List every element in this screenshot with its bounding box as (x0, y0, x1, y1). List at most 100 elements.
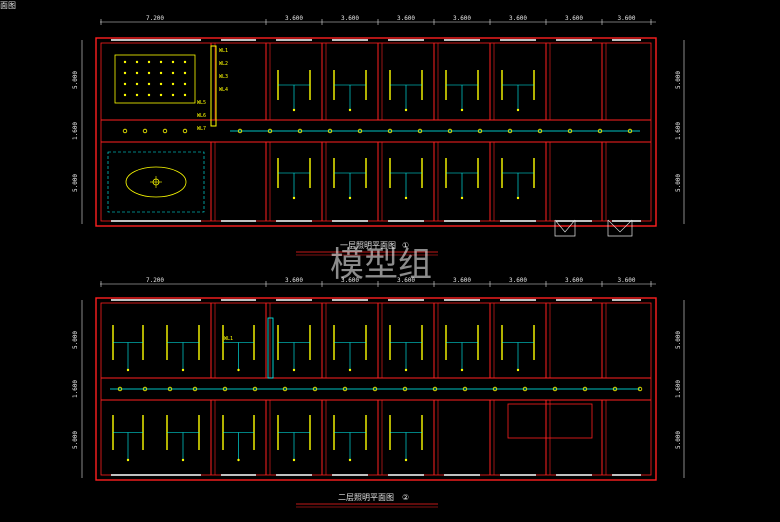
ceiling-light (183, 82, 187, 86)
top-dim-label: 3.600 (397, 277, 415, 284)
plan1-corridor-lights (122, 128, 633, 134)
corridor-light (237, 128, 243, 134)
switch (404, 108, 408, 112)
plan1-ceiling-light-array (123, 60, 187, 97)
corridor-light (267, 128, 273, 134)
corridor-light (432, 386, 438, 392)
watermark: 模型组 (330, 245, 432, 285)
corridor-light (387, 128, 393, 134)
switch (404, 368, 408, 372)
plan1-title-number: ① (402, 241, 409, 250)
panel-circuit-label: WL5 (197, 100, 206, 106)
ceiling-light (183, 60, 187, 64)
ceiling-light (183, 93, 187, 97)
switch (460, 108, 464, 112)
switch (460, 196, 464, 200)
corridor-light (117, 386, 123, 392)
top-dim-label: 3.600 (617, 277, 635, 284)
top-dim-label: 3.600 (285, 15, 303, 22)
corridor-light (417, 128, 423, 134)
plan1-left-dimensions: 5.000 1.600 5.000 (72, 71, 79, 192)
ceiling-light (171, 60, 175, 64)
ceiling-light (123, 71, 127, 75)
switch (292, 458, 296, 462)
switch (404, 196, 408, 200)
plan1-door-1 (554, 220, 576, 237)
switch (181, 368, 185, 372)
corridor-light (192, 386, 198, 392)
plan1-room-partitions (210, 43, 607, 221)
panel-circuit-label: WL6 (197, 113, 206, 119)
ceiling-light (183, 71, 187, 75)
plan1-right-dim-3: 5.000 (675, 174, 682, 192)
corridor-light (222, 386, 228, 392)
plan1-door-2 (607, 220, 633, 237)
corridor-light (612, 386, 618, 392)
plan1-title: 一层照明平面图 (340, 241, 396, 250)
top-dim-label: 3.600 (397, 15, 415, 22)
plan2-outer-wall (95, 297, 657, 481)
ceiling-light (171, 71, 175, 75)
corridor-light (567, 128, 573, 134)
corridor-light (167, 386, 173, 392)
plan1-lecture-room-grid (114, 54, 196, 104)
ceiling-light (171, 93, 175, 97)
ceiling-light (123, 60, 127, 64)
plan1-left-dim-1: 5.000 (72, 71, 79, 89)
panel-circuit-label: WL2 (219, 61, 228, 67)
plan1-oval-ceiling (125, 166, 187, 198)
plan2-toilet-block (507, 403, 593, 439)
switch (126, 458, 130, 462)
panel-circuit-label: WL4 (219, 87, 228, 93)
ceiling-light (123, 82, 127, 86)
corridor-light (372, 386, 378, 392)
corridor-light (447, 128, 453, 134)
top-dim-label: 3.600 (453, 277, 471, 284)
switch (237, 458, 240, 462)
plan1-right-dimensions: 5.000 1.600 5.000 (675, 71, 682, 192)
switch (181, 458, 185, 462)
top-dim-label: 3.600 (565, 277, 583, 284)
top-dim-label: 3.600 (341, 277, 359, 284)
plan2-distribution-panel (267, 317, 274, 379)
ceiling-light (135, 93, 139, 97)
plan2-left-dim-2: 1.600 (72, 380, 79, 398)
corridor-light (597, 128, 603, 134)
plan2-left-dim-1: 5.000 (72, 331, 79, 349)
top-dim-label: 3.600 (453, 15, 471, 22)
plan1-left-dim-2: 1.600 (72, 122, 79, 140)
corridor-light (357, 128, 363, 134)
corridor-light (327, 128, 333, 134)
corridor-light (522, 386, 528, 392)
top-dim-label: 3.600 (341, 15, 359, 22)
plan2-right-dim-1: 5.000 (675, 331, 682, 349)
panel-circuit-label: WL7 (197, 126, 206, 132)
plan1-room-wiring (277, 70, 535, 200)
plan1-distribution-panel (210, 45, 217, 127)
corridor-light (252, 386, 258, 392)
plan2-left-dim-3: 5.000 (72, 431, 79, 449)
ceiling-light (159, 82, 163, 86)
switch (404, 458, 408, 462)
plan1-right-dim-2: 1.600 (675, 122, 682, 140)
top-dim-label: 7.200 (146, 15, 164, 22)
plan2-windows (111, 299, 641, 476)
panel-circuit-label: WL1 (219, 48, 228, 54)
ceiling-light (135, 71, 139, 75)
corridor-light (297, 128, 303, 134)
plan2-room-partitions (210, 303, 607, 475)
switch (292, 368, 296, 372)
corridor-light (312, 386, 318, 392)
plan2-panel-label: WL1 (224, 336, 233, 342)
switch (126, 368, 130, 372)
top-dim-label: 3.600 (565, 15, 583, 22)
switch (348, 196, 352, 200)
switch (348, 458, 352, 462)
corridor-light (582, 386, 588, 392)
